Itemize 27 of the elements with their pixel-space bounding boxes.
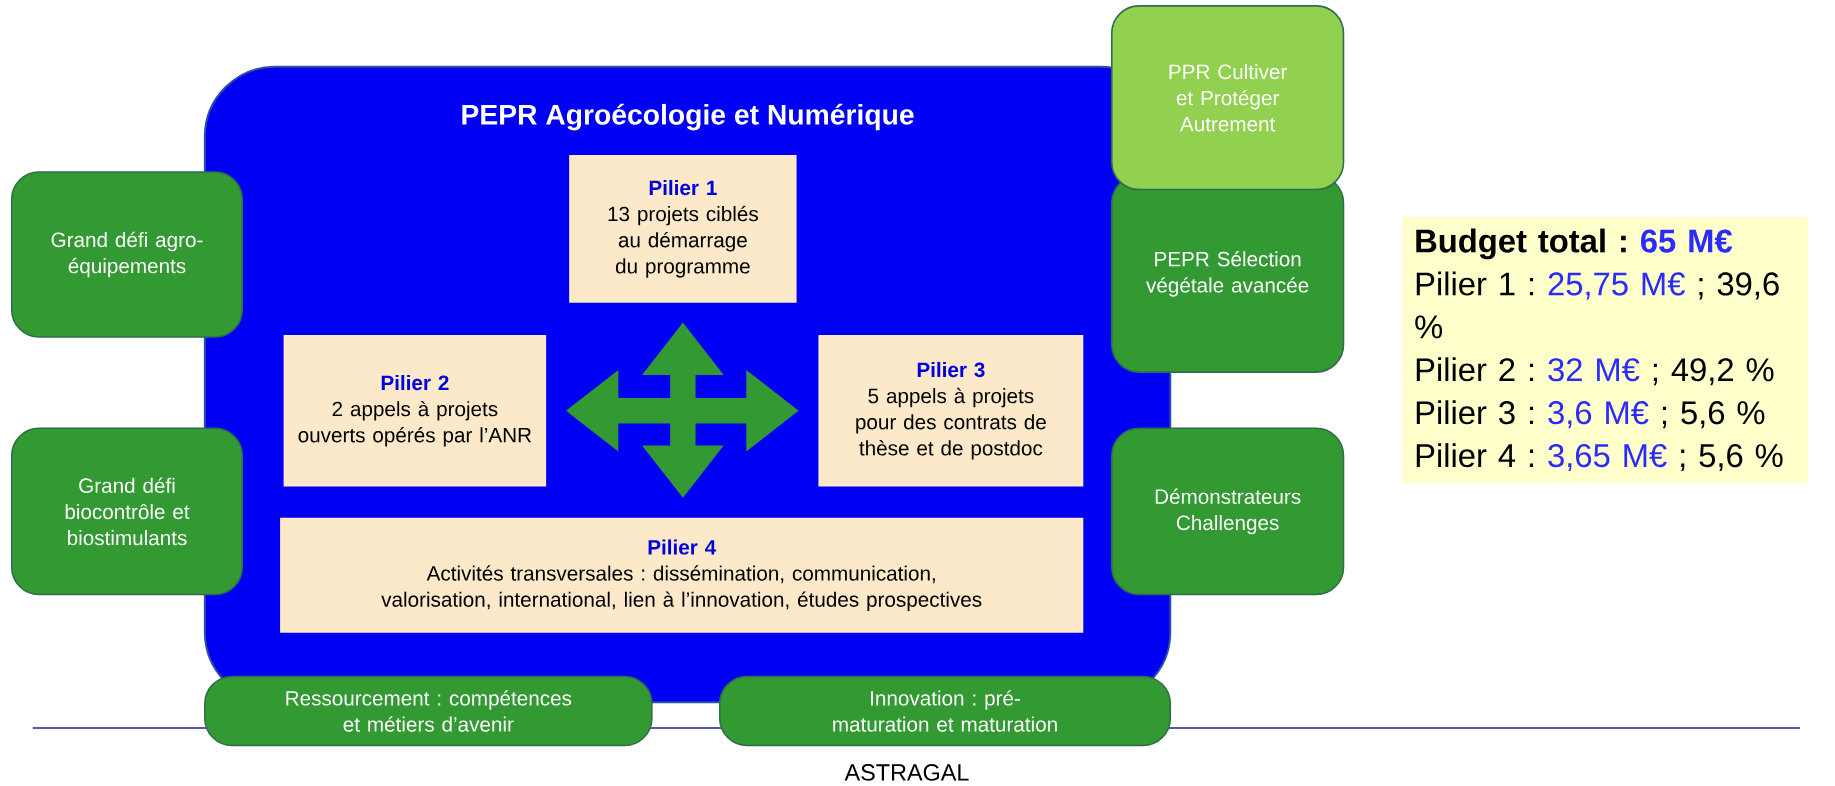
label: ; 5,6 %: [1681, 443, 1783, 471]
pillar-box: Pilier 3 5 appels à projets pour des contrats de thèse et de postdoc: [818, 334, 1084, 487]
label: Pilier 1 :: [1416, 271, 1534, 296]
label: 32 M€: [1548, 357, 1640, 382]
pillar-box: Pilier 2 2 appels à projets ouverts opérés par l’ANR: [283, 334, 547, 487]
program-box: PPR Cultiver et Protéger Autrement: [1111, 4, 1345, 191]
program-box: Innovation : pré-maturation et maturation: [718, 675, 1172, 747]
program-box: Démonstrateurs Challenges: [1111, 427, 1345, 596]
label: %: [1415, 315, 1443, 339]
label: Pilier 3 :: [1416, 400, 1534, 425]
label: 65 M€: [1640, 229, 1733, 253]
program-box: Ressourcement : compétences et métiers d’avenir: [204, 675, 653, 747]
label: Budget total :: [1416, 228, 1626, 260]
label: 3,6 M€: [1548, 400, 1649, 428]
label: ; 5,6 %: [1662, 400, 1765, 428]
program-box: Grand défi biocontrôle et biostimulants: [10, 427, 244, 596]
label: Pilier 4 :: [1416, 442, 1534, 467]
label: 3,65 M€: [1548, 443, 1667, 471]
program-box: Grand défi agro-équipements: [10, 171, 244, 338]
pillar-box: Pilier 4 Activités transversales : dissémination, communication, valorisation, international, lien à l’innovation, études prospectives: [280, 517, 1084, 633]
pillar-box: Pilier 1 13 projets ciblés au démarrage du programme: [569, 154, 797, 303]
program-box: PEPR Sélection végétale avancée: [1111, 174, 1345, 373]
label: ; 49,2 %: [1653, 357, 1774, 386]
budget-panel: Budget total : 65 M€ Pilier 1 : 25,75 M€ ; 39,6 % Pilier 2 : 32 M€ ; 49,2 % Pilier 3 : 3,6 M€ ; 5,6 % Pilier 4 : 3,65 M€ ; 5,6 %: [1402, 216, 1809, 483]
label: 25,75 M€: [1548, 272, 1685, 300]
label: Pilier 2 :: [1416, 357, 1534, 382]
label: ; 39,6: [1699, 272, 1779, 300]
